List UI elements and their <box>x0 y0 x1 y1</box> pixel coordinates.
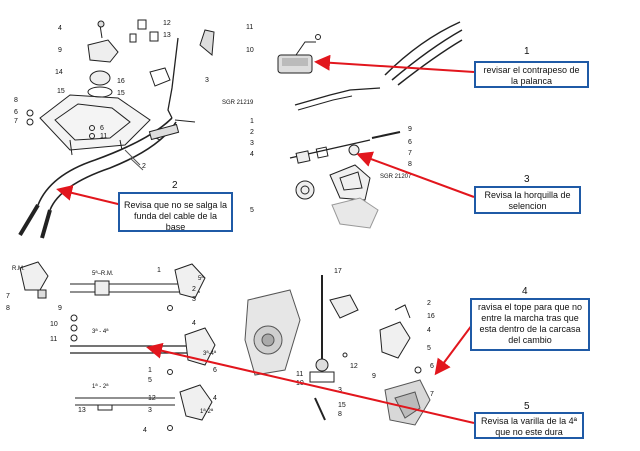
svg-text:11: 11 <box>296 371 303 378</box>
svg-text:16: 16 <box>117 78 125 85</box>
svg-text:17: 17 <box>334 268 342 275</box>
panel-selector-assembly <box>277 21 463 229</box>
svg-text:8: 8 <box>408 161 412 168</box>
svg-text:7: 7 <box>6 293 10 300</box>
panel-shifter-labels: 4 9 14 15 8 6 7 12 13 16 15 3 6 11 2 <box>14 20 209 170</box>
svg-text:3: 3 <box>148 407 152 414</box>
svg-text:2: 2 <box>427 300 431 307</box>
callout-number-1: 1 <box>524 46 530 57</box>
svg-text:3: 3 <box>205 77 209 84</box>
svg-text:11: 11 <box>50 336 57 343</box>
svg-text:5: 5 <box>250 207 254 214</box>
svg-text:14: 14 <box>55 69 63 76</box>
svg-text:12: 12 <box>148 395 156 402</box>
svg-text:4: 4 <box>427 327 431 334</box>
svg-text:8: 8 <box>14 97 18 104</box>
red-arrows <box>56 54 475 424</box>
callout-box-1: revisar el contrapeso de la palanca <box>474 61 589 88</box>
svg-text:1ª-2ª: 1ª-2ª <box>200 408 214 415</box>
svg-text:5: 5 <box>427 345 431 352</box>
svg-text:2: 2 <box>142 163 146 170</box>
svg-text:6: 6 <box>100 125 104 132</box>
svg-text:SGR 21207: SGR 21207 <box>380 174 412 180</box>
svg-text:1: 1 <box>157 267 161 274</box>
svg-text:10: 10 <box>50 321 58 328</box>
svg-text:11: 11 <box>100 133 107 140</box>
svg-text:9: 9 <box>408 126 412 133</box>
svg-text:15: 15 <box>338 402 346 409</box>
svg-text:6: 6 <box>14 109 18 116</box>
callout-box-2: Revisa que no se salga la funda del cabl… <box>118 192 233 232</box>
svg-text:12: 12 <box>350 363 358 370</box>
svg-text:2: 2 <box>192 286 196 293</box>
svg-text:1: 1 <box>250 118 254 125</box>
svg-text:9: 9 <box>372 373 376 380</box>
svg-text:3ª-4ª: 3ª-4ª <box>203 350 217 357</box>
svg-text:4: 4 <box>213 395 217 402</box>
panel-gearbox-housing <box>244 275 431 426</box>
callout-box-5: Revisa la varilla de la 4ª que no este d… <box>474 412 584 439</box>
svg-text:13: 13 <box>78 407 86 414</box>
svg-text:7: 7 <box>408 150 412 157</box>
svg-text:8: 8 <box>338 411 342 418</box>
arrow-2 <box>56 185 123 206</box>
svg-text:7: 7 <box>430 391 434 398</box>
svg-text:5: 5 <box>148 377 152 384</box>
svg-text:3ª - 4ª: 3ª - 4ª <box>92 328 109 335</box>
svg-text:13: 13 <box>163 32 171 39</box>
svg-text:4: 4 <box>58 25 62 32</box>
svg-text:15: 15 <box>57 88 65 95</box>
svg-text:4: 4 <box>250 151 254 158</box>
svg-text:5ª–R.M.: 5ª–R.M. <box>92 270 114 277</box>
svg-text:3: 3 <box>192 296 196 303</box>
svg-text:12: 12 <box>163 20 171 27</box>
svg-text:6: 6 <box>213 367 217 374</box>
svg-text:9: 9 <box>58 47 62 54</box>
svg-text:9: 9 <box>58 305 62 312</box>
svg-text:10: 10 <box>246 47 254 54</box>
panel-fork-rods <box>19 261 216 431</box>
callout-number-4: 4 <box>522 286 528 297</box>
callout-number-5: 5 <box>524 401 530 412</box>
callout-box-3: Revisa la horquilla de selencion <box>474 186 581 214</box>
svg-text:4: 4 <box>143 427 147 434</box>
svg-text:1: 1 <box>148 367 152 374</box>
callout-number-2: 2 <box>172 180 178 191</box>
arrow-1 <box>314 54 475 73</box>
svg-text:1ª - 2ª: 1ª - 2ª <box>92 383 109 390</box>
svg-text:16: 16 <box>427 313 435 320</box>
svg-text:4: 4 <box>192 320 196 327</box>
svg-text:15: 15 <box>117 90 125 97</box>
svg-text:SGR 21219: SGR 21219 <box>222 100 254 106</box>
arrow-4 <box>434 324 473 376</box>
panel-selector-labels: 11 10 SGR 21219 1 2 3 4 5 9 6 7 8 SGR 21… <box>222 24 412 214</box>
svg-text:3: 3 <box>338 387 342 394</box>
svg-text:6: 6 <box>430 363 434 370</box>
svg-text:2: 2 <box>250 129 254 136</box>
svg-text:8: 8 <box>6 305 10 312</box>
callout-number-3: 3 <box>524 174 530 185</box>
svg-text:7: 7 <box>14 118 18 125</box>
panel-shifter-assembly <box>18 19 215 239</box>
svg-text:5ª: 5ª <box>198 275 204 282</box>
callout-box-4: ravisa el tope para que no entre la marc… <box>470 298 590 351</box>
panel-fork-rods-labels: R.M. 7 8 9 10 11 1 2 3 4 12 13 1 5 6 4 3… <box>6 266 217 434</box>
svg-text:11: 11 <box>246 24 253 31</box>
svg-text:3: 3 <box>250 140 254 147</box>
svg-text:6: 6 <box>408 139 412 146</box>
arrow-5 <box>146 342 475 424</box>
svg-text:R.M.: R.M. <box>12 266 25 272</box>
arrow-3 <box>356 151 475 198</box>
